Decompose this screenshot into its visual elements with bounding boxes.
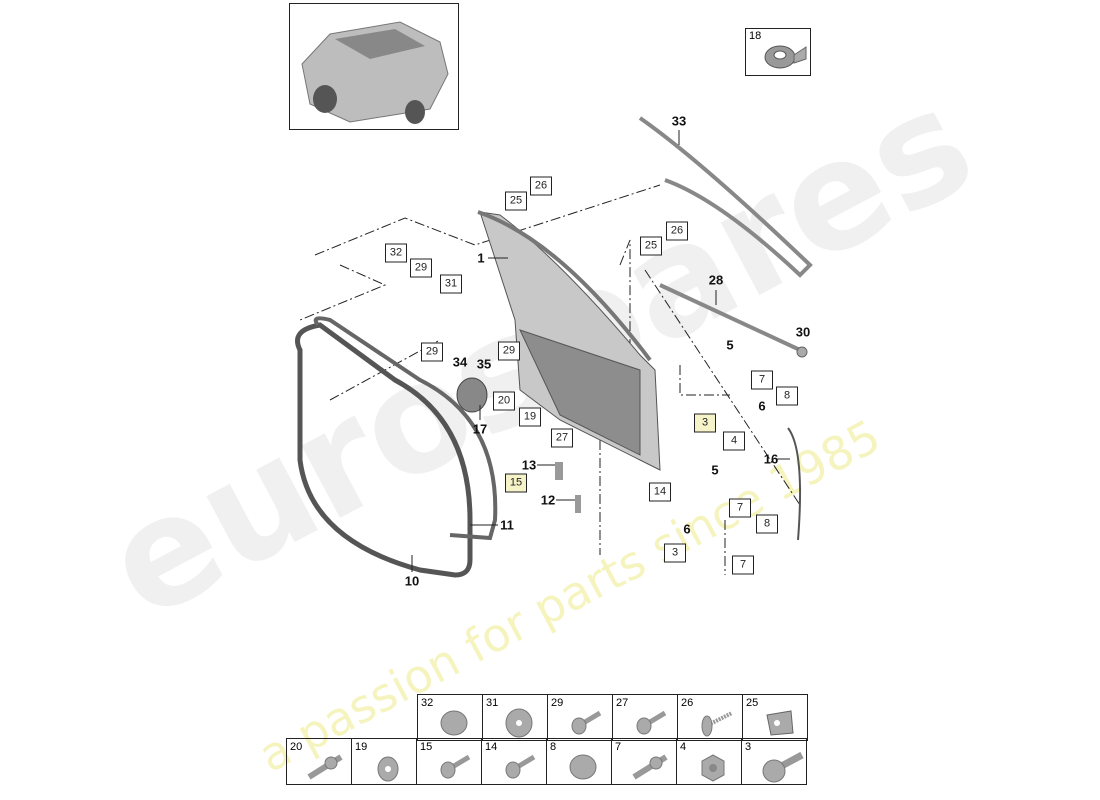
- parts-table-row2: 20 19 15 14 8 7 4 3: [286, 738, 807, 785]
- part-number: 19: [355, 741, 368, 753]
- screw-icon: [636, 710, 667, 735]
- callout-15[interactable]: 15: [505, 473, 527, 493]
- part-number: 7: [615, 741, 622, 753]
- callout-7[interactable]: 7: [751, 370, 773, 390]
- part-number: 20: [290, 741, 303, 753]
- callout-30[interactable]: 30: [795, 324, 811, 340]
- callout-29[interactable]: 29: [498, 341, 520, 361]
- callout-5[interactable]: 5: [726, 337, 734, 353]
- tapping-screw-icon: [701, 711, 733, 737]
- part-number: 25: [746, 697, 759, 709]
- parts-table-row1: 32 31 29 27 26 25: [417, 694, 808, 741]
- part-cell-25[interactable]: 25: [742, 694, 808, 741]
- part-cell-27[interactable]: 27: [612, 694, 678, 741]
- callout-28[interactable]: 28: [708, 272, 724, 288]
- part-cell-15[interactable]: 15: [416, 738, 482, 785]
- callout-11[interactable]: 11: [500, 517, 514, 533]
- bolt-icon: [307, 754, 343, 780]
- part-cell-29[interactable]: 29: [547, 694, 613, 741]
- callout-20[interactable]: 20: [493, 391, 515, 411]
- part-cell-8[interactable]: 8: [546, 738, 612, 785]
- clip-nut-icon: [766, 710, 794, 736]
- callout-31[interactable]: 31: [440, 274, 462, 294]
- callout-1[interactable]: 1: [477, 250, 485, 266]
- part-number: 4: [680, 741, 687, 753]
- part-cell-32[interactable]: 32: [417, 694, 483, 741]
- part-number: 31: [486, 697, 499, 709]
- callout-25[interactable]: 25: [640, 236, 662, 256]
- part-number: 8: [550, 741, 557, 753]
- callout-16[interactable]: 16: [763, 451, 779, 467]
- callout-6[interactable]: 6: [683, 521, 691, 537]
- callout-26[interactable]: 26: [666, 221, 688, 241]
- callout-34[interactable]: 34: [452, 354, 468, 370]
- callout-25[interactable]: 25: [505, 191, 527, 211]
- callout-27[interactable]: 27: [551, 428, 573, 448]
- part-number: 15: [420, 741, 433, 753]
- callout-26[interactable]: 26: [530, 176, 552, 196]
- cap-icon: [569, 754, 597, 780]
- callout-5[interactable]: 5: [711, 462, 719, 478]
- part-cell-4[interactable]: 4: [676, 738, 742, 785]
- part-number: 14: [485, 741, 498, 753]
- part-number: 29: [551, 697, 564, 709]
- callout-4[interactable]: 4: [723, 431, 745, 451]
- part-number: 32: [421, 697, 434, 709]
- part-number: 26: [681, 697, 694, 709]
- flange-bolt-icon: [762, 751, 804, 783]
- callout-33[interactable]: 33: [671, 113, 687, 129]
- callout-17[interactable]: 17: [472, 421, 488, 437]
- callout-3[interactable]: 3: [664, 543, 686, 563]
- callout-7[interactable]: 7: [729, 498, 751, 518]
- callout-6[interactable]: 6: [758, 398, 766, 414]
- callout-35[interactable]: 35: [476, 356, 492, 372]
- bolt-icon: [632, 754, 668, 780]
- screw-icon: [505, 754, 536, 779]
- screw-icon: [440, 754, 471, 779]
- callout-10[interactable]: 10: [404, 573, 420, 589]
- callout-29[interactable]: 29: [410, 258, 432, 278]
- part-cell-3[interactable]: 3: [741, 738, 807, 785]
- washer-icon: [505, 708, 533, 738]
- callout-29[interactable]: 29: [421, 342, 443, 362]
- hex-nut-icon: [701, 754, 725, 782]
- callout-19[interactable]: 19: [519, 407, 541, 427]
- callout-14[interactable]: 14: [649, 482, 671, 502]
- callout-12[interactable]: 12: [540, 492, 556, 508]
- nut-icon: [377, 756, 399, 782]
- callout-8[interactable]: 8: [776, 386, 798, 406]
- callout-13[interactable]: 13: [521, 457, 537, 473]
- vehicle-thumbnail[interactable]: [289, 3, 459, 130]
- part-cell-20[interactable]: 20: [286, 738, 352, 785]
- callout-8[interactable]: 8: [756, 514, 778, 534]
- part-cell-19[interactable]: 19: [351, 738, 417, 785]
- part-18-inset[interactable]: 18: [745, 28, 811, 76]
- part-number: 27: [616, 697, 629, 709]
- part-cell-14[interactable]: 14: [481, 738, 547, 785]
- car-thumbnail-icon: [301, 21, 449, 124]
- part-number: 3: [745, 741, 752, 753]
- callout-32[interactable]: 32: [385, 243, 407, 263]
- part-cell-31[interactable]: 31: [482, 694, 548, 741]
- tape-roll-icon: [764, 45, 807, 69]
- cap-icon: [440, 710, 468, 736]
- part-cell-7[interactable]: 7: [611, 738, 677, 785]
- callout-7[interactable]: 7: [732, 555, 754, 575]
- part-cell-26[interactable]: 26: [677, 694, 743, 741]
- screw-icon: [571, 710, 602, 735]
- callout-3[interactable]: 3: [694, 413, 716, 433]
